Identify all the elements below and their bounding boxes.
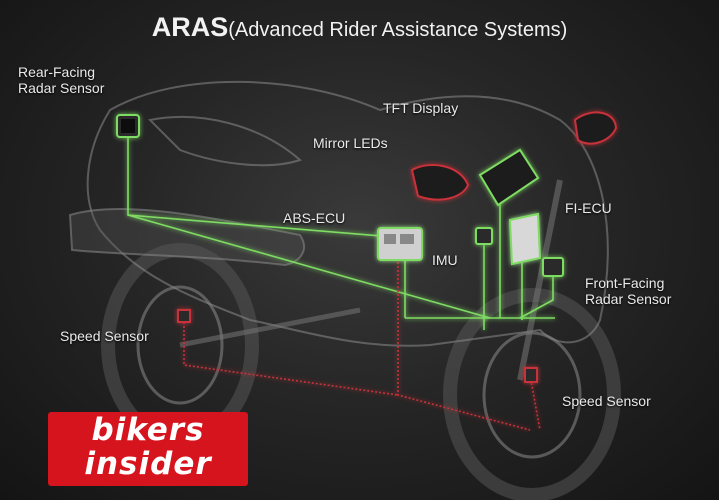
red-wiring	[183, 262, 541, 431]
diagram-title: ARAS(Advanced Rider Assistance Systems)	[0, 12, 719, 43]
front-radar-sensor	[542, 257, 564, 277]
wire-abs-speed	[397, 262, 531, 431]
front-speed-sensor	[524, 367, 538, 383]
label-front-radar-line2: Radar Sensor	[585, 291, 672, 307]
rear-rim	[136, 285, 224, 405]
label-front-radar-line1: Front-Facing	[585, 275, 665, 291]
bikers-insider-logo: bikers insider	[48, 412, 248, 486]
seat	[147, 116, 302, 167]
label-abs-ecu: ABS-ECU	[283, 210, 346, 226]
label-mirror-leds: Mirror LEDs	[313, 135, 388, 151]
mirror-right	[573, 111, 618, 145]
label-rear-radar: Rear-Facing Radar Sensor	[18, 64, 104, 96]
exhaust	[68, 207, 305, 267]
title-main: ARAS	[151, 12, 229, 42]
label-front-radar: Front-Facing Radar Sensor	[585, 275, 671, 307]
imu-unit	[475, 227, 493, 245]
tft-display	[478, 148, 540, 207]
front-wheel	[443, 288, 621, 500]
green-wiring	[127, 135, 555, 330]
label-imu: IMU	[432, 252, 458, 268]
fairing-outline	[86, 80, 609, 347]
wire-front-speed	[529, 374, 541, 431]
rear-speed-sensor	[177, 309, 191, 323]
wire-front-radar	[519, 272, 554, 319]
rear-radar-sensor	[116, 114, 140, 138]
title-sub: (Advanced Rider Assistance Systems)	[228, 19, 568, 41]
label-rear-radar-line1: Rear-Facing	[18, 64, 96, 80]
label-fi-ecu: FI-ECU	[565, 200, 612, 216]
label-rear-radar-line2: Radar Sensor	[18, 80, 105, 96]
logo-word-1: bikers	[91, 412, 205, 448]
wire-main-bus	[127, 214, 491, 319]
label-speed-sensor-rear: Speed Sensor	[60, 328, 149, 344]
front-fork	[517, 179, 563, 381]
swingarm	[179, 307, 361, 348]
label-tft-display: TFT Display	[383, 100, 459, 116]
logo-word-2: insider	[84, 446, 212, 482]
mirror-left	[410, 164, 470, 201]
abs-ecu-unit	[377, 227, 423, 261]
label-speed-sensor-front: Speed Sensor	[562, 393, 651, 409]
fi-ecu-unit	[508, 212, 542, 266]
